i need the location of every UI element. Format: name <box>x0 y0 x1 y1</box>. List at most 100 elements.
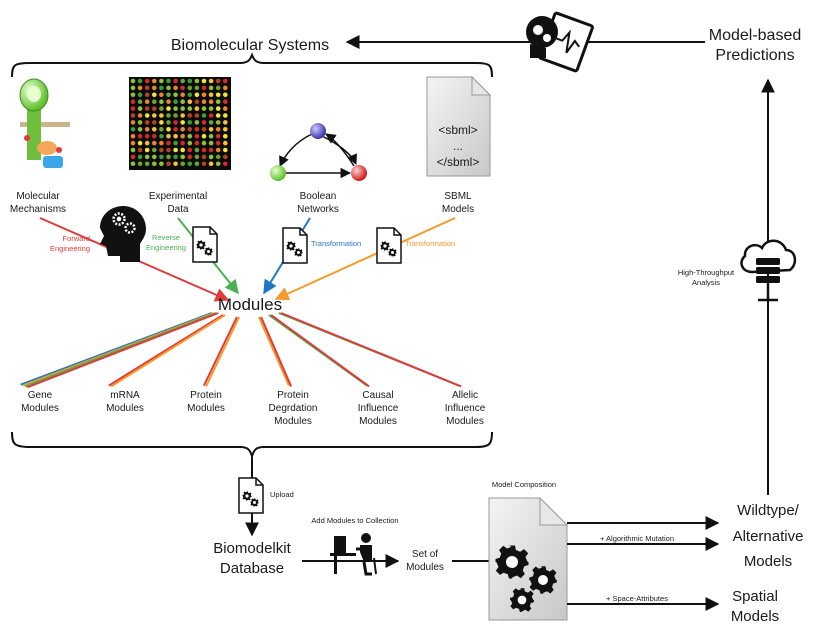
heatmap-spot <box>130 147 136 153</box>
heatmap-spot <box>173 85 178 91</box>
allelic-modules-label-3: Modules <box>446 416 484 427</box>
heatmap-spot <box>194 85 200 91</box>
heatmap-spot <box>152 147 157 153</box>
heatmap-spot <box>144 127 150 132</box>
heatmap-spot <box>187 113 193 118</box>
engineering-head-icon <box>100 206 146 262</box>
set-of-modules-label-1: Set of <box>412 549 438 560</box>
heatmap-spot <box>194 147 200 153</box>
molecular-label-2: Mechanisms <box>10 204 66 215</box>
heatmap-spot <box>130 140 136 146</box>
heatmap-spot <box>137 161 143 167</box>
heatmap-spot <box>194 127 200 132</box>
top-brace <box>11 52 493 78</box>
heatmap-spot <box>201 92 207 98</box>
heatmap-spot <box>215 99 221 104</box>
module-fanout-line <box>108 314 224 387</box>
causal-modules-label-3: Modules <box>359 416 397 427</box>
heatmap-spot <box>152 133 157 139</box>
heatmap-spot <box>166 92 171 98</box>
htp-label-1: High-Throughput <box>678 268 735 277</box>
module-fanout-line <box>110 314 226 388</box>
heatmap-spot <box>223 133 228 139</box>
module-fanout-lines <box>20 312 462 389</box>
heatmap-spot <box>215 161 221 167</box>
heatmap-spot <box>180 127 185 132</box>
heatmap-spot <box>130 161 136 167</box>
gear-icon <box>495 545 529 579</box>
heatmap-spot <box>137 99 143 104</box>
heatmap-spot <box>173 140 178 146</box>
heatmap-spot <box>187 140 193 146</box>
heatmap-spot <box>159 140 164 146</box>
heatmap-spot <box>208 92 214 98</box>
heatmap-spot <box>166 85 171 91</box>
heatmap-spot <box>166 127 171 132</box>
heatmap-spot <box>180 140 185 146</box>
heatmap-spot <box>173 99 178 104</box>
reverse-label-1: Reverse <box>152 233 180 242</box>
module-fanout-line <box>260 316 293 387</box>
heatmap-spot <box>215 106 221 111</box>
heatmap-spot <box>173 92 178 98</box>
heatmap-spot <box>152 154 157 160</box>
heatmap-spot <box>201 120 207 125</box>
heatmap-spot <box>130 85 136 91</box>
heatmap-spot <box>180 106 185 111</box>
heatmap-spot <box>187 154 193 160</box>
protein-modules-label-1: Protein <box>190 390 222 401</box>
heatmap-spot <box>159 120 164 125</box>
heatmap-spot <box>144 85 150 91</box>
heatmap-spot <box>173 78 178 84</box>
cloud-server-icon <box>740 239 797 302</box>
heatmap-spot <box>152 161 157 167</box>
boolean-network-icon <box>270 123 367 181</box>
heatmap-spot <box>152 78 157 84</box>
heatmap-spot <box>166 133 171 139</box>
heatmap-spot <box>223 92 228 98</box>
heatmap-spot <box>166 99 171 104</box>
heatmap-spot <box>159 113 164 118</box>
heatmap-spot <box>137 92 143 98</box>
heatmap-spot <box>137 113 143 118</box>
heatmap-spot <box>223 154 228 160</box>
heatmap-spot <box>215 78 221 84</box>
heatmap-spot <box>137 133 143 139</box>
heatmap-spot <box>201 113 207 118</box>
module-fanout-line <box>205 316 241 387</box>
heatmap-spot <box>137 147 143 153</box>
person-at-computer-icon <box>330 533 377 576</box>
heatmap-spot <box>187 161 193 167</box>
heatmap-spot <box>166 120 171 125</box>
module-fanout-line <box>257 316 290 386</box>
heatmap-spot <box>194 120 200 125</box>
spatial-label-1: Spatial <box>732 588 778 605</box>
allelic-modules-label-1: Allelic <box>452 390 478 401</box>
heatmap-spot <box>215 147 221 153</box>
degradation-modules-label-2: Degrdation <box>269 403 318 414</box>
htp-label-2: Analysis <box>692 278 720 287</box>
causal-modules-label-2: Influence <box>358 403 399 414</box>
heatmap-spot <box>180 78 185 84</box>
predictions-title-line2: Predictions <box>715 47 794 64</box>
protein-modules-label-2: Modules <box>187 403 225 414</box>
heatmap-spot <box>187 127 193 132</box>
wildtype-label-1: Wildtype/ <box>737 502 800 519</box>
heatmap-spot <box>180 99 185 104</box>
heatmap-spot <box>201 99 207 104</box>
heatmap-spot <box>159 127 164 132</box>
heatmap-spot <box>223 106 228 111</box>
heatmap-spot <box>130 78 136 84</box>
heatmap-spot <box>187 92 193 98</box>
heatmap-spot <box>180 85 185 91</box>
spatial-label-2: Models <box>731 608 779 625</box>
database-label-1: Biomodelkit <box>213 540 291 557</box>
prediction-clipboard-icon <box>526 11 594 73</box>
heatmap-spot <box>187 99 193 104</box>
heatmap-spot <box>201 106 207 111</box>
experimental-label-2: Data <box>167 204 189 215</box>
heatmap-spot <box>215 113 221 118</box>
heatmap-spot <box>159 85 164 91</box>
transformation-orange-label: Transformation <box>405 239 455 248</box>
heatmap-spot <box>166 147 171 153</box>
